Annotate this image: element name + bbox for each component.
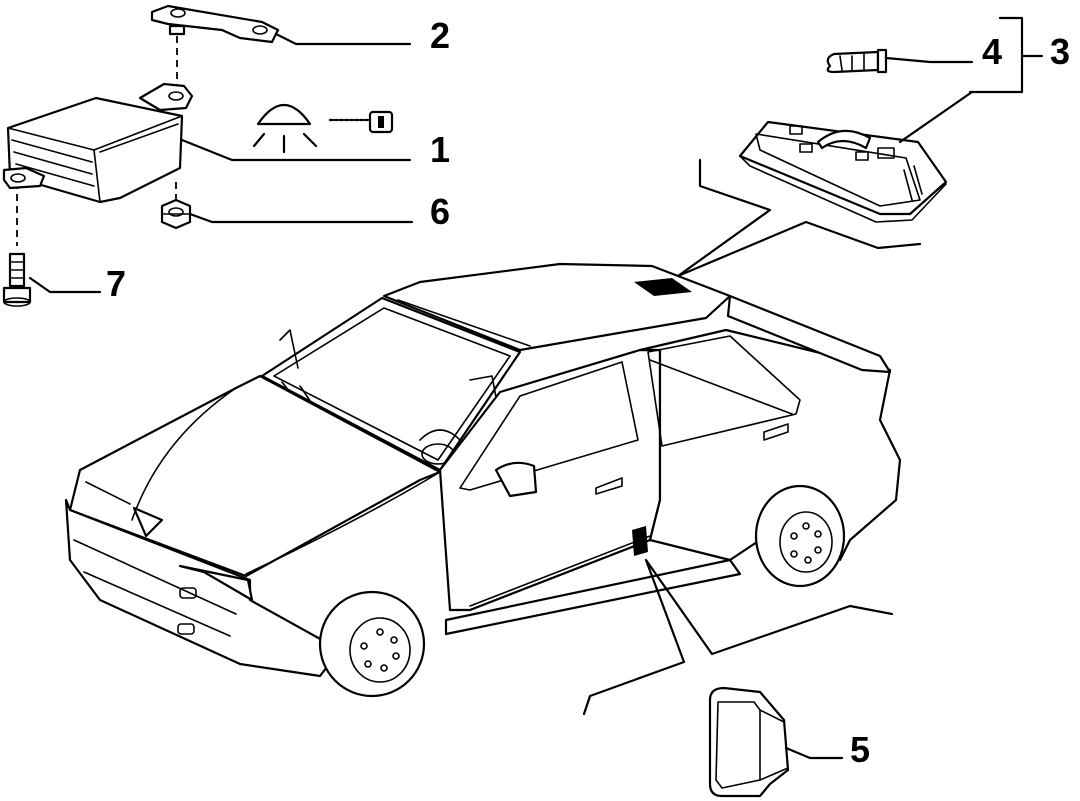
- leader-4: [884, 56, 974, 64]
- rear-wheel: [754, 484, 846, 588]
- front-wheel: [318, 590, 426, 698]
- car-body: [64, 262, 902, 698]
- leader-7: [28, 276, 102, 294]
- part-5-door-switch[interactable]: [708, 686, 790, 798]
- leader-3-housing: [898, 90, 974, 144]
- pointer-door-switch: [582, 558, 894, 716]
- interior-light-icon: [252, 104, 318, 154]
- callout-3: 3: [1050, 31, 1070, 72]
- part-4-bulb[interactable]: [826, 48, 888, 74]
- group-bracket-3: [968, 16, 1044, 94]
- callout-7: 7: [106, 263, 126, 304]
- door-switch-marker: [632, 526, 648, 556]
- ignition-key-icon: [328, 110, 394, 134]
- leader-2: [274, 32, 412, 46]
- callout-2: 2: [430, 15, 450, 56]
- callout-5: 5: [850, 729, 870, 770]
- part-3-lamp-housing[interactable]: [738, 120, 948, 223]
- part-6-nut[interactable]: [160, 198, 192, 230]
- leader-5: [784, 746, 844, 760]
- part-7-screw[interactable]: [2, 252, 32, 307]
- roof-lamp-marker: [634, 278, 692, 296]
- part-1-control-unit[interactable]: [2, 82, 194, 204]
- leader-1: [180, 138, 412, 162]
- callout-4: 4: [982, 31, 1002, 72]
- callout-1: 1: [430, 129, 450, 170]
- part-2-bracket[interactable]: [150, 4, 280, 44]
- leader-6: [188, 212, 414, 224]
- pointer-roof-housing: [676, 158, 922, 278]
- callout-6: 6: [430, 191, 450, 232]
